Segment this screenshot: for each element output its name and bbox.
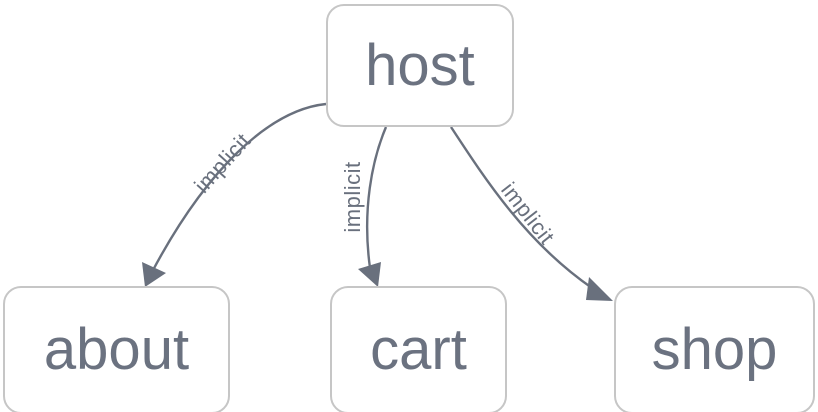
edge-host-shop-label: implicit (496, 178, 560, 250)
edge-host-shop-arrowhead (586, 277, 613, 301)
node-cart[interactable]: cart (330, 286, 507, 412)
edge-host-about-label: implicit (189, 128, 255, 198)
edge-host-about-path (150, 102, 327, 273)
node-host-label: host (365, 32, 475, 98)
edge-host-shop[interactable]: implicit (449, 126, 613, 301)
edge-host-about-arrowhead (142, 262, 166, 287)
node-shop[interactable]: shop (614, 286, 815, 412)
edge-host-cart-path (365, 126, 388, 269)
node-cart-label: cart (370, 317, 467, 382)
edge-host-cart-arrowhead (358, 262, 381, 287)
node-shop-label: shop (651, 317, 778, 382)
edge-host-cart-label: implicit (340, 161, 365, 232)
edge-host-shop-path (449, 126, 593, 289)
edge-host-about[interactable]: implicit (142, 102, 327, 287)
edge-host-cart[interactable]: implicit (340, 126, 388, 287)
node-about-label: about (43, 317, 190, 382)
node-host[interactable]: host (326, 4, 514, 127)
node-about[interactable]: about (3, 286, 230, 412)
